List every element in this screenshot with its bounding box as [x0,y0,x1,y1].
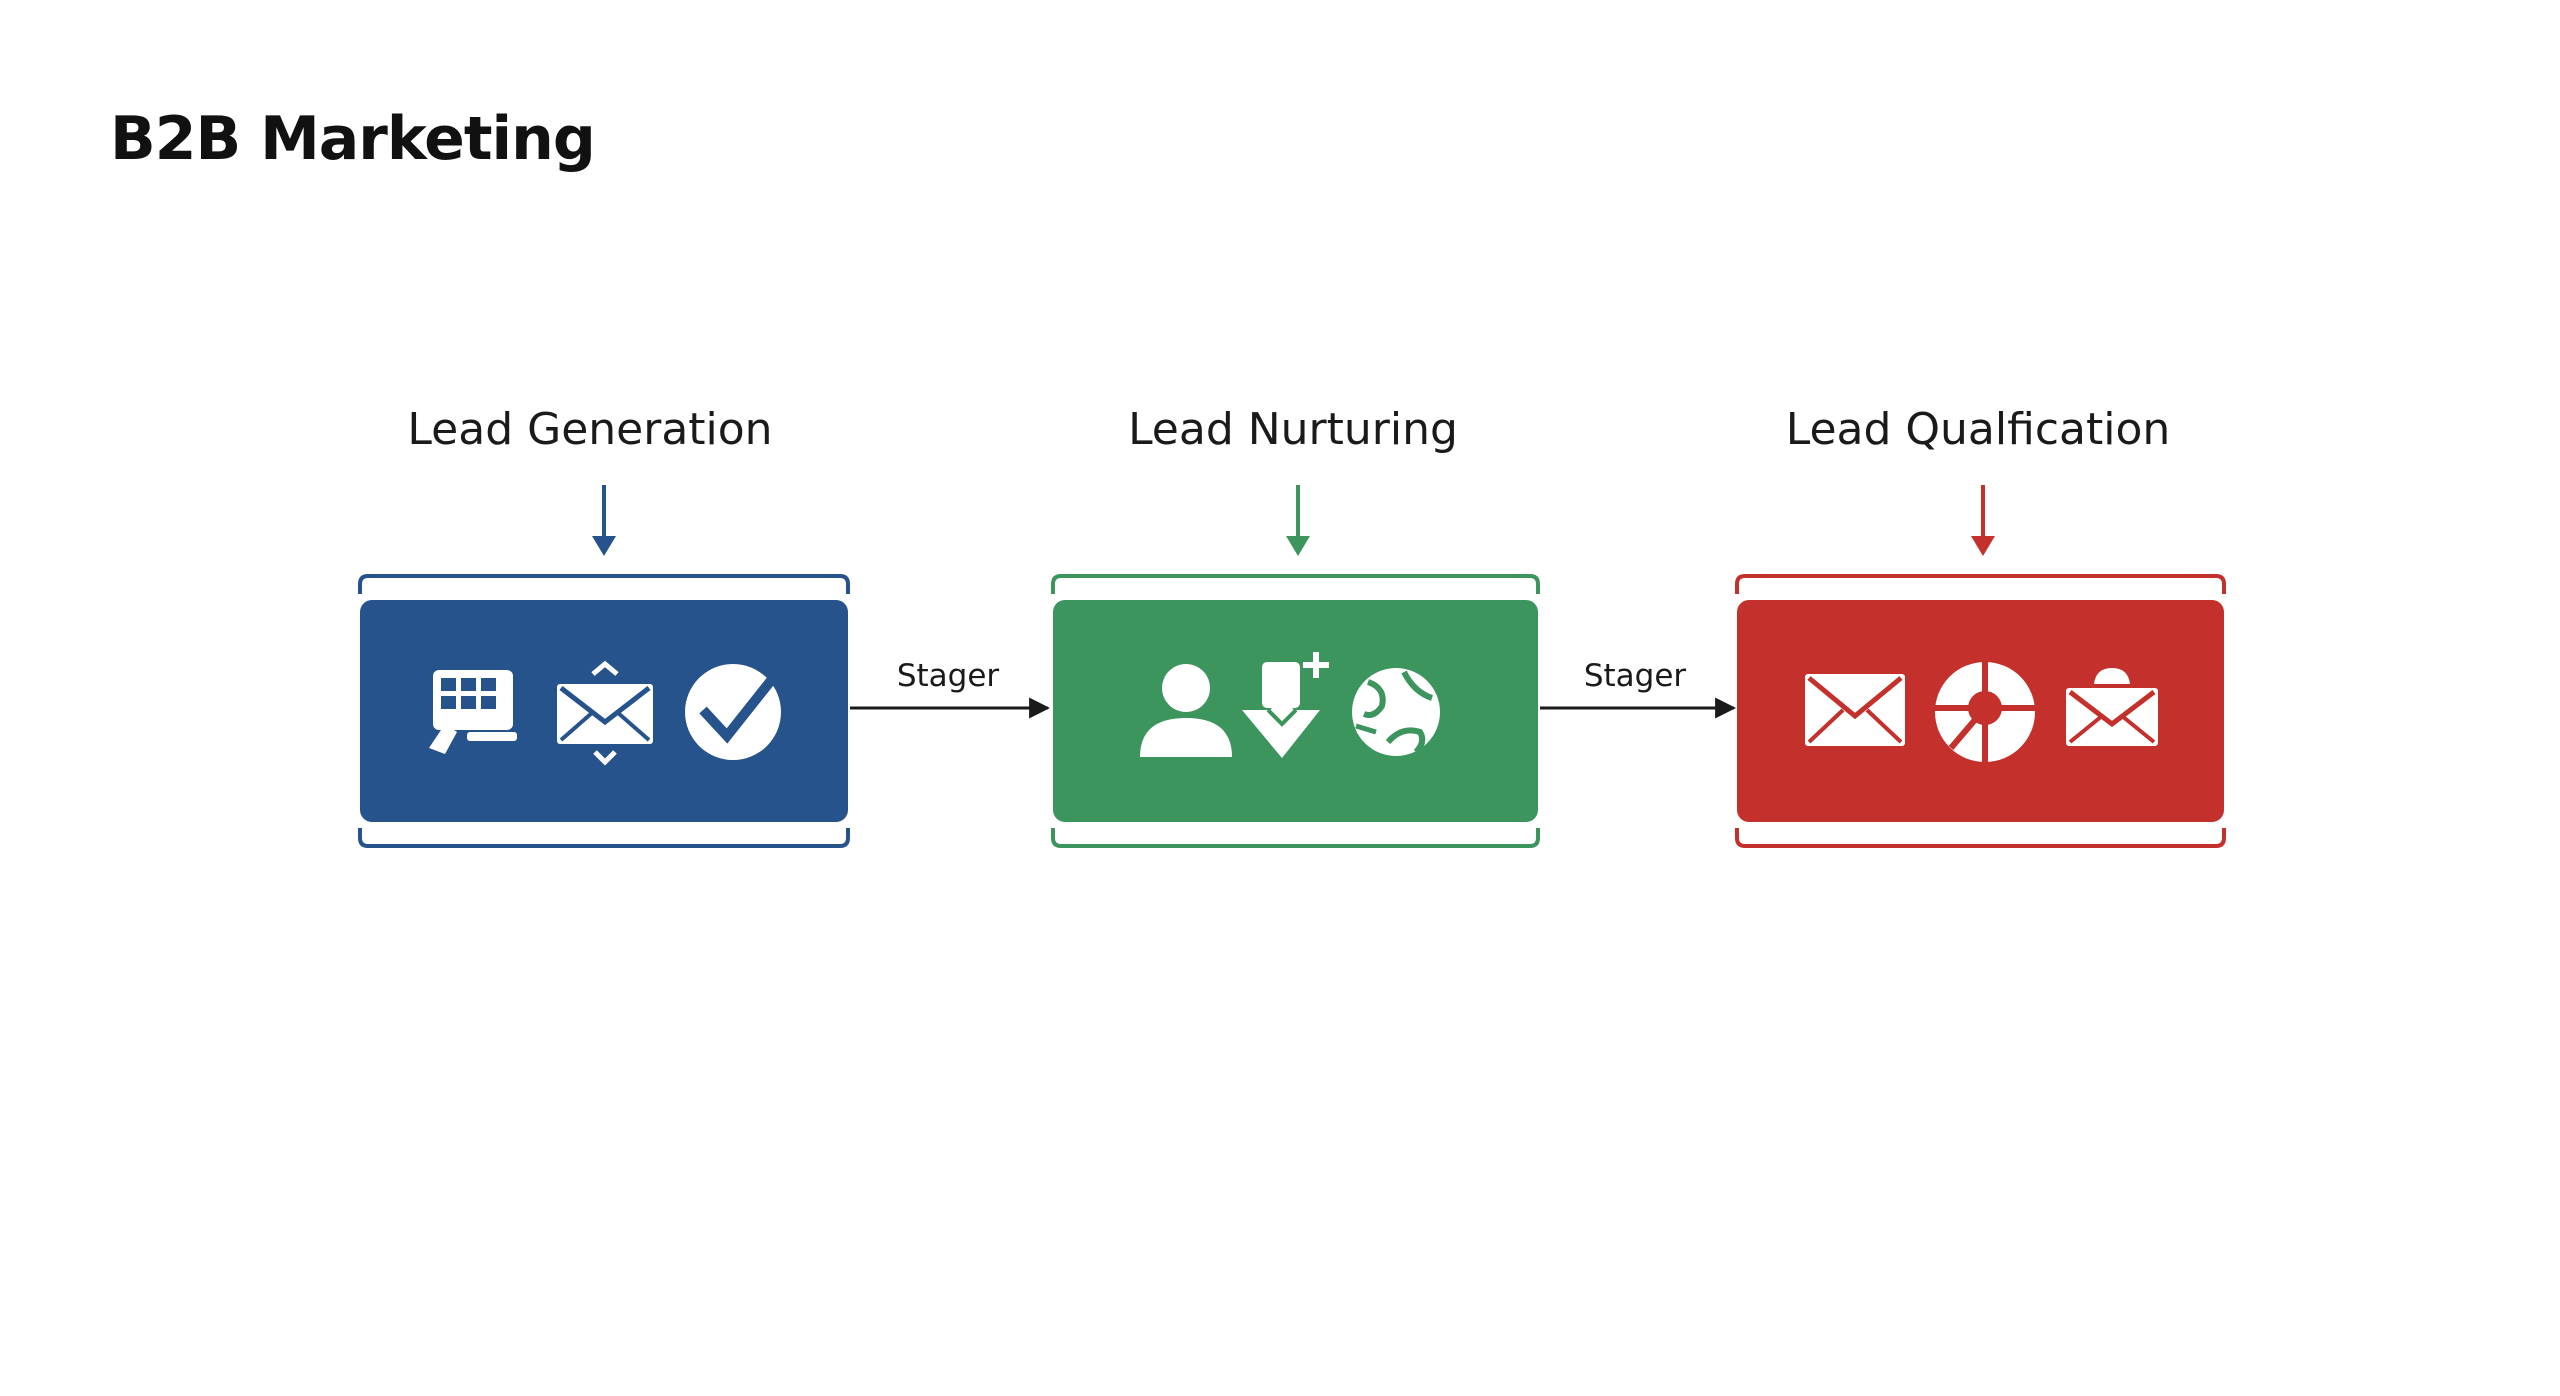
stage-lead-nurturing: Lead Nurturing [1051,404,1540,848]
user-icon [1140,664,1232,757]
top-bracket [1051,574,1540,594]
stage-lead-generation: Lead Generation [358,404,850,848]
connector-2: Stager [1540,658,1737,719]
connector-label: Stager [1584,658,1687,694]
connector-label: Stager [897,658,1000,694]
top-bracket [358,574,850,594]
down-arrow [592,485,616,556]
mail-icon [557,660,653,766]
download-add-icon [1242,652,1329,758]
bottom-bracket [358,828,850,848]
down-arrow [1971,485,1995,556]
mail-icon [1805,674,1905,746]
stage-lead-qualification: Lead Qualfication [1735,404,2226,848]
stage-label: Lead Nurturing [1128,404,1458,455]
page-title: B2B Marketing [110,104,596,174]
pie-chart-icon [1935,662,2035,762]
down-arrow [1286,485,1310,556]
mail-icon [2066,668,2158,746]
bottom-bracket [1051,828,1540,848]
check-circle-icon [685,664,781,760]
connector-1: Stager [850,658,1051,719]
stage-label: Lead Qualfication [1786,404,2171,455]
keyboard-hand-icon [429,670,517,754]
stage-label: Lead Generation [407,404,772,455]
top-bracket [1735,574,2226,594]
bottom-bracket [1735,828,2226,848]
globe-icon [1352,668,1440,756]
